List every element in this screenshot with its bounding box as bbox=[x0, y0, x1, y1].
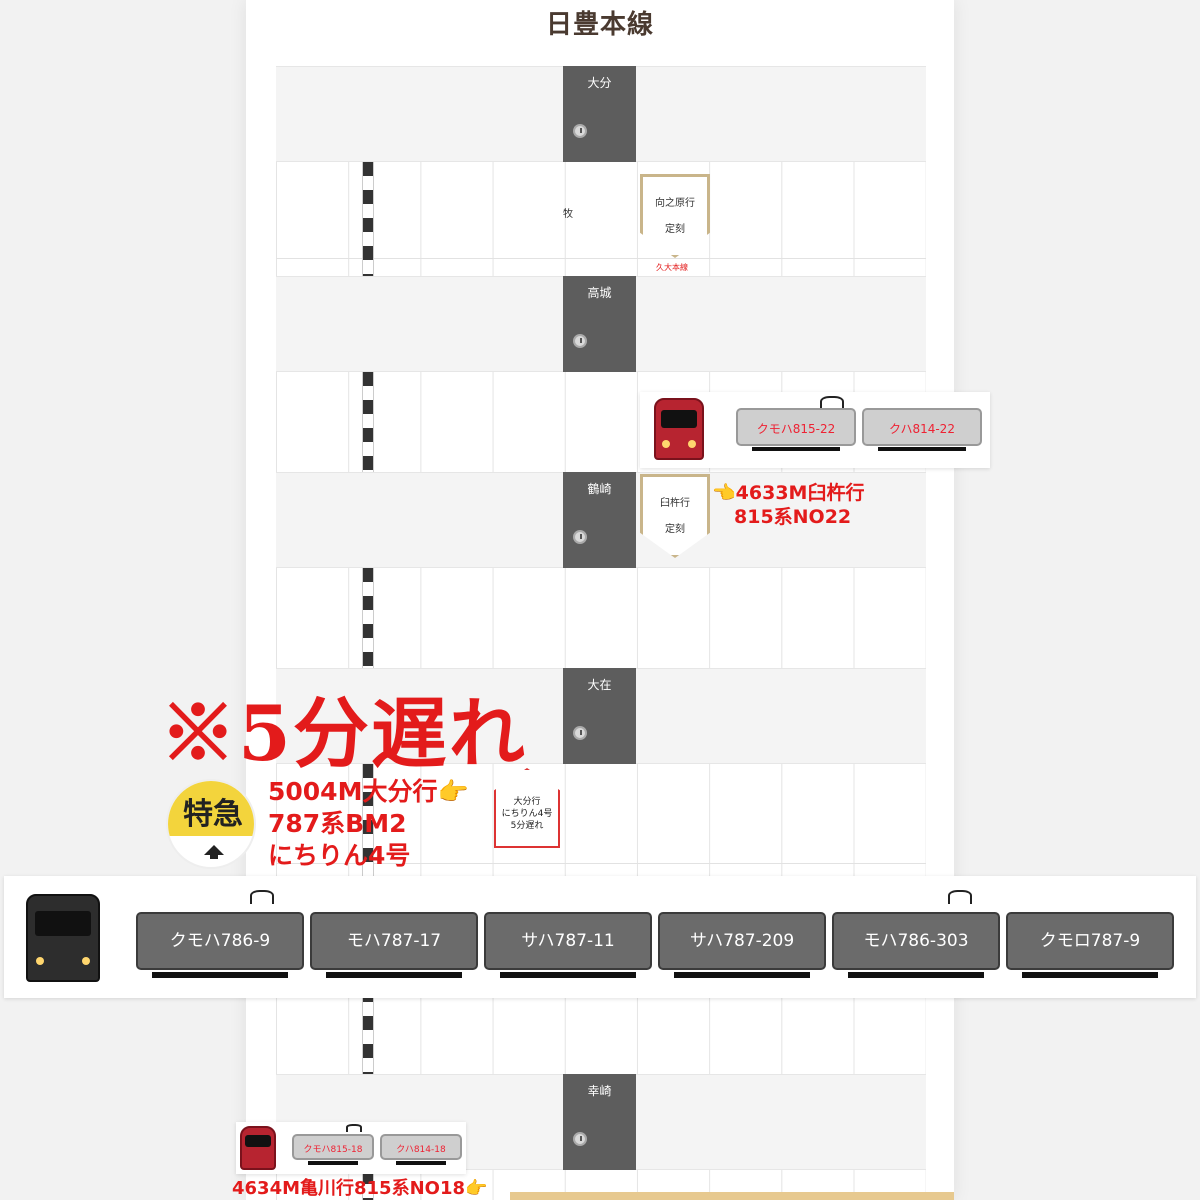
train-front-icon bbox=[240, 1126, 276, 1170]
car-kuha814-18: クハ814-18 bbox=[380, 1134, 462, 1165]
car-kumoha815-22: クモハ815-22 bbox=[736, 408, 856, 451]
train-815-18-image: クモハ815-18 クハ814-18 bbox=[236, 1122, 466, 1174]
time-grid bbox=[276, 66, 926, 1200]
sign-status: 定刻 bbox=[665, 224, 685, 235]
sign-delay: 5分遅れ bbox=[510, 821, 544, 831]
limited-express-badge: 特急 bbox=[166, 779, 256, 869]
station-takajo[interactable]: 高城 bbox=[563, 276, 636, 372]
up-arrow-icon bbox=[204, 845, 224, 859]
local-train-note-line1: 👈4633M臼杵行 bbox=[712, 482, 865, 504]
car-saha787-11: サハ787-11 bbox=[484, 912, 652, 978]
sign-destination: 臼杵行 bbox=[660, 498, 690, 509]
train-787-bm2-image: クモハ786-9 モハ787-17 サハ787-11 サハ787-209 モハ7… bbox=[4, 876, 1196, 998]
pantograph-icon bbox=[250, 890, 274, 904]
divider bbox=[276, 258, 926, 259]
station-name: 幸崎 bbox=[587, 1084, 612, 1098]
clock-icon bbox=[573, 530, 587, 544]
sign-status: 定刻 bbox=[665, 524, 685, 535]
car-kumoha786-9: クモハ786-9 bbox=[136, 912, 304, 978]
local-train-note: 👈4633M臼杵行 815系NO22 bbox=[712, 481, 864, 529]
branch-line-label: 久大本線 bbox=[656, 263, 688, 272]
car-saha787-209: サハ787-209 bbox=[658, 912, 826, 978]
bottom-divider bbox=[510, 1192, 954, 1200]
track-segment bbox=[362, 162, 374, 276]
track-segment bbox=[362, 1170, 374, 1200]
track-segment bbox=[362, 568, 374, 668]
badge-label: 特急 bbox=[168, 781, 254, 836]
station-kozaki[interactable]: 幸崎 bbox=[563, 1074, 636, 1170]
station-name: 大在 bbox=[587, 678, 612, 692]
local-train-note-line2: 815系NO22 bbox=[734, 506, 852, 528]
pantograph-icon bbox=[820, 396, 844, 410]
station-oita[interactable]: 大分 bbox=[563, 66, 636, 162]
express-note-line2: 787系BM2 bbox=[268, 809, 407, 838]
car-moha787-17: モハ787-17 bbox=[310, 912, 478, 978]
clock-icon bbox=[573, 124, 587, 138]
divider bbox=[276, 863, 926, 864]
clock-icon bbox=[573, 1132, 587, 1146]
clock-icon bbox=[573, 334, 587, 348]
station-name: 大分 bbox=[587, 76, 612, 90]
express-note-line3: にちりん4号 bbox=[268, 841, 411, 870]
station-ozai[interactable]: 大在 bbox=[563, 668, 636, 764]
car-kumoha815-18: クモハ815-18 bbox=[292, 1134, 374, 1165]
sign-destination: 大分行 bbox=[513, 797, 541, 807]
pantograph-icon bbox=[346, 1124, 362, 1132]
train-front-icon bbox=[26, 894, 100, 982]
station-name: 高城 bbox=[587, 286, 612, 300]
sign-train-name: にちりん4号 bbox=[501, 809, 553, 819]
express-note-line1: 5004M大分行👉 bbox=[268, 777, 469, 806]
car-kuha814-22: クハ814-22 bbox=[862, 408, 982, 451]
car-moha786-303: モハ786-303 bbox=[832, 912, 1000, 978]
between-station-label: 牧 bbox=[563, 209, 573, 220]
train-sign-usuki[interactable]: 臼杵行 定刻 bbox=[640, 474, 710, 558]
line-title: 日豊本線 bbox=[545, 10, 654, 40]
train-front-icon bbox=[654, 398, 704, 460]
express-note: 5004M大分行👉 787系BM2 にちりん4号 bbox=[268, 776, 469, 872]
station-name: 鶴崎 bbox=[587, 482, 612, 496]
station-tsurusaki[interactable]: 鶴崎 bbox=[563, 472, 636, 568]
train-815-22-image: クモハ815-22 クハ814-22 bbox=[640, 392, 990, 468]
car-kumoro787-9: クモロ787-9 bbox=[1006, 912, 1174, 978]
delay-note: ※5分遅れ bbox=[160, 689, 527, 778]
clock-icon bbox=[573, 726, 587, 740]
sign-destination: 向之原行 bbox=[655, 198, 695, 209]
bottom-train-note: 4634M亀川行815系NO18👉 bbox=[232, 1178, 488, 1199]
pantograph-icon bbox=[948, 890, 972, 904]
track-segment bbox=[362, 372, 374, 472]
